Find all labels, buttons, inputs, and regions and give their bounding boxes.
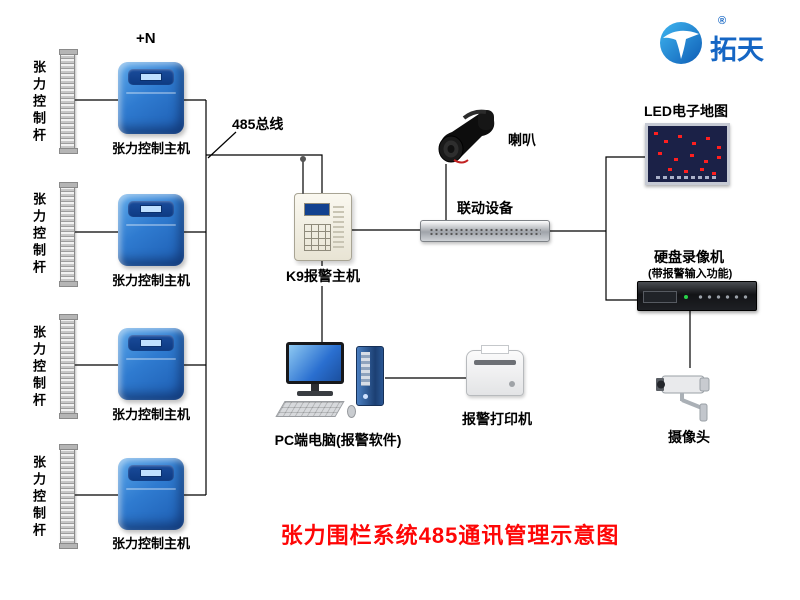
tension-controller-1 xyxy=(118,62,184,134)
controller-seam xyxy=(126,92,176,94)
speaker-label: 喇叭 xyxy=(508,132,536,148)
controller-seam xyxy=(126,224,176,226)
antenna-icon xyxy=(300,156,306,194)
pole-label-3: 张力控制杆 xyxy=(31,325,46,410)
printer-button xyxy=(509,381,515,387)
controller-label-3: 张力控制主机 xyxy=(111,407,190,422)
controller-screen xyxy=(140,339,162,347)
controller-label-2: 张力控制主机 xyxy=(111,273,190,288)
dvr-note: (带报警输入功能) xyxy=(648,268,733,280)
led-map-label: LED电子地图 xyxy=(644,103,728,119)
pc-keyboard xyxy=(275,401,345,417)
k9-screen xyxy=(304,203,330,216)
controller-screen xyxy=(140,469,162,477)
brand-logo-icon xyxy=(660,22,702,64)
dvr-display xyxy=(643,291,677,303)
printer-paper xyxy=(481,345,509,354)
pc-label: PC端电脑(报警软件) xyxy=(274,432,402,448)
printer-slot xyxy=(474,360,516,365)
registered-mark: ® xyxy=(718,15,727,27)
k9-keypad xyxy=(304,224,331,251)
tension-pole-4 xyxy=(59,444,78,549)
k9-label: K9报警主机 xyxy=(272,266,374,286)
k9-grill xyxy=(333,206,344,250)
k9-alarm-host-device xyxy=(294,156,352,261)
plus-n-annotation: +N xyxy=(136,30,156,47)
linkage-label: 联动设备 xyxy=(457,200,513,216)
tension-controller-4 xyxy=(118,458,184,530)
pc-tower xyxy=(356,346,384,406)
tension-pole-1 xyxy=(59,49,78,154)
camera-label: 摄像头 xyxy=(668,429,710,445)
monitor-base xyxy=(297,391,333,396)
monitor-stand xyxy=(311,384,319,391)
dvr-device xyxy=(637,281,757,311)
pc-monitor xyxy=(286,342,344,384)
pc-mouse xyxy=(347,405,356,418)
controller-seam xyxy=(126,488,176,490)
tension-pole-2 xyxy=(59,182,78,287)
monitor-screen xyxy=(289,345,341,381)
led-map-caption xyxy=(656,176,719,179)
dvr-led xyxy=(684,295,688,299)
controller-label-1: 张力控制主机 xyxy=(111,141,190,156)
linkage-device xyxy=(420,220,550,242)
pole-label-2: 张力控制杆 xyxy=(31,192,46,277)
tension-controller-3 xyxy=(118,328,184,400)
pole-label-4: 张力控制杆 xyxy=(31,455,46,540)
cctv-camera-icon xyxy=(656,375,710,422)
horn-speaker-icon xyxy=(438,109,495,164)
controller-label-4: 张力控制主机 xyxy=(111,536,190,551)
tension-pole-3 xyxy=(59,314,78,419)
dvr-label: 硬盘录像机 xyxy=(654,249,724,265)
brand-name: 拓天 xyxy=(710,35,764,65)
controller-screen xyxy=(140,73,162,81)
led-map-board xyxy=(645,123,730,185)
led-map-dots xyxy=(654,132,658,135)
pole-label-1: 张力控制杆 xyxy=(31,60,46,145)
controller-seam xyxy=(126,358,176,360)
controller-screen xyxy=(140,205,162,213)
bus-485-annotation: 485总线 xyxy=(232,116,284,132)
alarm-printer-device xyxy=(466,345,524,396)
diagram-title: 张力围栏系统485通讯管理示意图 xyxy=(280,523,620,548)
dvr-buttons xyxy=(696,294,748,300)
tension-controller-2 xyxy=(118,194,184,266)
printer-label: 报警打印机 xyxy=(462,411,532,427)
